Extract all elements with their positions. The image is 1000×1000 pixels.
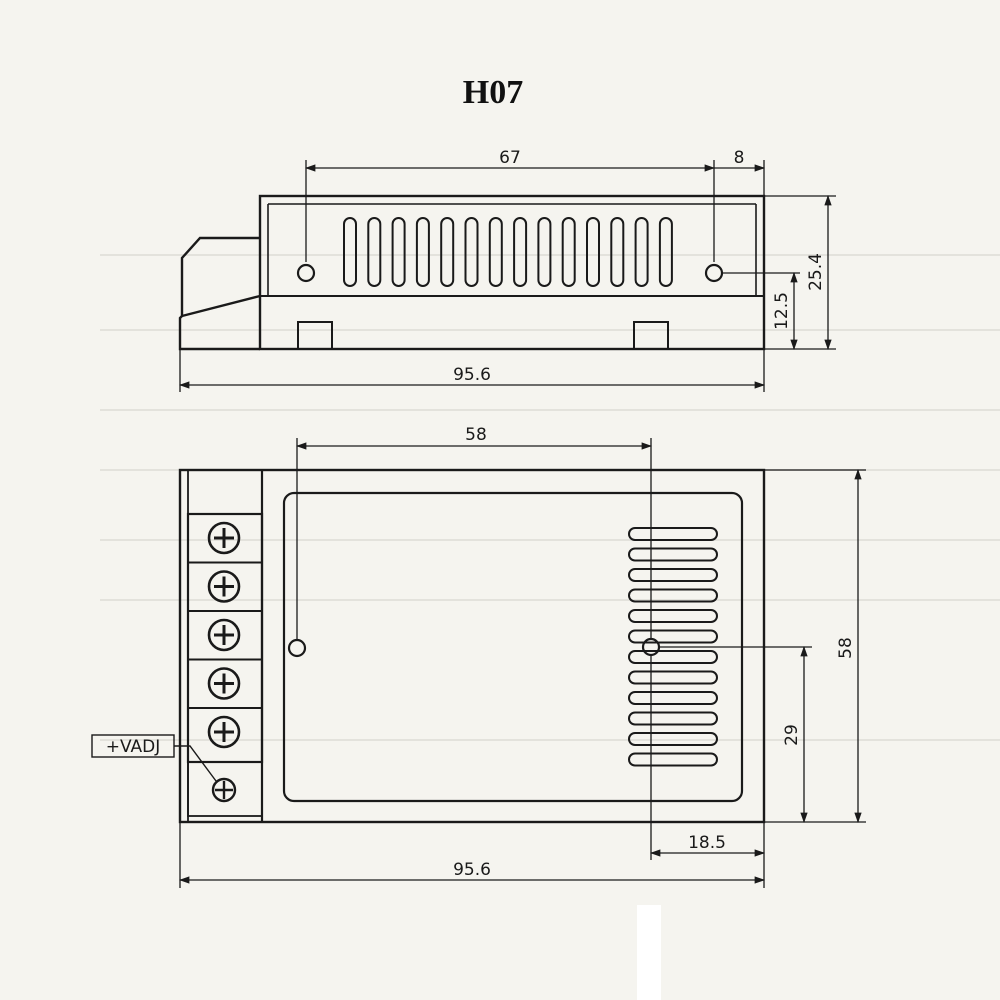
scan-artifact	[637, 905, 661, 1000]
vadj-potentiometer	[211, 777, 237, 803]
terminal-screw	[207, 521, 241, 555]
side-mount-hole-right	[704, 263, 724, 283]
top-vent-slot	[628, 732, 718, 746]
terminal-screw	[207, 667, 241, 700]
dim-58-width-label: 58	[465, 425, 487, 445]
top-vent-slot	[628, 609, 718, 623]
paper-show-through	[100, 254, 1000, 741]
side-housing	[258, 194, 766, 351]
side-vent-slot	[440, 217, 455, 287]
dim-29-label: 29	[782, 724, 802, 746]
dim-12-5-label: 12.5	[772, 292, 792, 330]
side-vent-slot	[537, 217, 552, 287]
side-view: 67 8 25.4 12.5 95.6	[178, 148, 836, 392]
top-vent-slot	[628, 691, 718, 705]
top-vent-slot	[628, 527, 718, 541]
top-vent-slot	[628, 711, 718, 726]
dim-25-4-label: 25.4	[806, 253, 826, 291]
side-vent-slot	[464, 217, 479, 287]
top-vent-slot	[628, 629, 718, 644]
dim-67-label: 67	[499, 148, 521, 168]
top-mount-hole-right	[641, 637, 661, 657]
side-vent-slot	[367, 217, 382, 287]
dim-18-5-label: 18.5	[688, 833, 726, 853]
side-vent-slot	[415, 217, 430, 287]
top-vent-slot	[628, 650, 718, 664]
side-vent-slot	[586, 217, 600, 287]
top-vent-slot	[628, 670, 718, 685]
side-vents	[343, 217, 673, 287]
side-vent-slot	[561, 217, 576, 287]
side-vent-slot	[391, 217, 406, 287]
terminal-screws	[188, 521, 262, 749]
top-vent-slot	[628, 588, 718, 603]
dim-8-label: 8	[734, 148, 745, 168]
terminal-screw	[207, 570, 241, 603]
top-vent-slot	[628, 752, 718, 767]
side-vent-slot	[634, 217, 649, 287]
side-vent-slot	[513, 217, 528, 287]
vadj-label: +VADJ	[106, 737, 161, 757]
top-view: +VADJ 58 58 29 18.5 95.6	[91, 425, 866, 888]
side-vent-slot	[343, 217, 357, 287]
dim-58-height-label: 58	[836, 637, 856, 659]
top-housing	[178, 468, 766, 824]
side-terminal-block	[180, 236, 261, 318]
terminal-screw	[207, 715, 241, 749]
side-foot-right	[633, 321, 669, 350]
side-vent-slot	[658, 217, 673, 287]
top-vent-slot	[628, 568, 718, 582]
drawing-title: H07	[463, 74, 523, 111]
top-vents	[628, 527, 718, 767]
terminal-screw	[207, 618, 241, 652]
dim-95-6-side-label: 95.6	[453, 365, 491, 385]
side-vent-slot	[610, 217, 625, 287]
side-vent-slot	[488, 217, 503, 287]
top-mount-hole-left	[287, 638, 307, 658]
side-foot-left	[297, 321, 333, 350]
side-mount-hole-left	[296, 263, 316, 283]
dim-95-6-top-label: 95.6	[453, 860, 491, 880]
top-vent-slot	[628, 547, 718, 562]
